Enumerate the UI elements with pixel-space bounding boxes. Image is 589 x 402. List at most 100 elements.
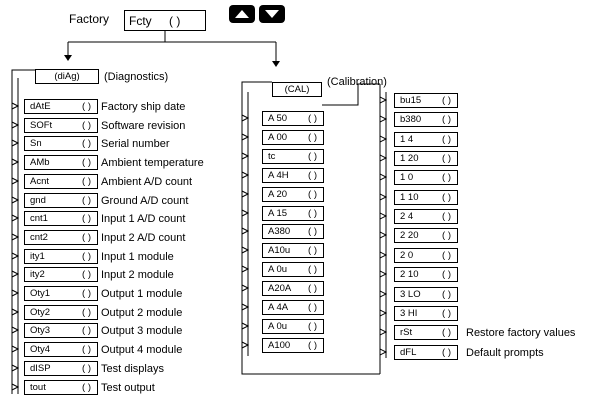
cal-right-item-1-paren: ( ) [442, 114, 451, 125]
diag-item-7[interactable]: cnt2( ) [24, 230, 98, 245]
cal-right-item-9[interactable]: 2 10( ) [394, 267, 458, 282]
cal-left-item-2-paren: ( ) [308, 151, 317, 162]
diag-tick-10 [11, 289, 20, 297]
diag-item-1[interactable]: SOFt ( ) [24, 118, 98, 133]
cal-right-item-3-code: 1 20 [400, 153, 419, 164]
cal-left-item-3-paren: ( ) [308, 170, 317, 181]
cal-left-item-8[interactable]: A 0u( ) [262, 262, 324, 277]
diag-item-6[interactable]: cnt1( ) [24, 211, 98, 226]
factory-code-box[interactable]: Fcty ( ) [124, 10, 206, 31]
diag-item-7-code: cnt2 [30, 232, 48, 243]
diag-menu-title: (Diagnostics) [104, 71, 169, 83]
diag-item-12[interactable]: Oty3( ) [24, 323, 98, 338]
diag-item-9[interactable]: ity2( ) [24, 267, 98, 282]
cal-left-item-12[interactable]: A100( ) [262, 338, 324, 353]
diag-item-9-desc: Input 2 module [101, 269, 174, 281]
cal-right-item-10[interactable]: 3 LO( ) [394, 287, 458, 302]
cal-left-item-9[interactable]: A20A( ) [262, 281, 324, 296]
cal-right-item-10-paren: ( ) [442, 289, 451, 300]
cal-right-item-0-paren: ( ) [442, 95, 451, 106]
diag-item-10[interactable]: Oty1( ) [24, 286, 98, 301]
diag-tick-15 [11, 383, 20, 391]
cal-left-item-12-code: A100 [268, 340, 291, 351]
cal-right-item-1[interactable]: b380( ) [394, 112, 458, 127]
cal-left-item-2[interactable]: tc( ) [262, 149, 324, 164]
cal-right-item-0[interactable]: bu15 ( ) [394, 93, 458, 108]
cal-right-item-5[interactable]: 1 10( ) [394, 190, 458, 205]
cal-right-item-4[interactable]: 1 0 ( ) [394, 170, 458, 185]
diag-item-3-desc: Ambient temperature [101, 157, 204, 169]
diag-item-14-code: dISP [30, 363, 51, 374]
diag-item-15[interactable]: tout( ) [24, 380, 98, 395]
diag-item-5-code: gnd [30, 195, 46, 206]
diag-item-14[interactable]: dISP( ) [24, 361, 98, 376]
diag-item-1-paren: ( ) [82, 120, 91, 131]
diag-item-2[interactable]: Sn( ) [24, 136, 98, 151]
cal-right-item-4-code: 1 0 [400, 172, 414, 183]
cal-left-item-11[interactable]: A 0u( ) [262, 319, 324, 334]
cal-right-item-13[interactable]: dFL( ) [394, 345, 458, 360]
diag-item-7-desc: Input 2 A/D count [101, 232, 186, 244]
diag-item-5-desc: Ground A/D count [101, 195, 189, 207]
cal-right-item-6[interactable]: 2 4( ) [394, 209, 458, 224]
cal-right-tick-1 [379, 115, 388, 123]
cal-left-item-1-paren: ( ) [308, 132, 317, 143]
diag-item-5[interactable]: gnd( ) [24, 193, 98, 208]
cal-left-item-1[interactable]: A 00( ) [262, 130, 324, 145]
cal-right-item-7[interactable]: 2 20( ) [394, 228, 458, 243]
cal-right-item-8[interactable]: 2 0( ) [394, 248, 458, 263]
cal-menu-box[interactable]: (CAL) [272, 82, 322, 97]
up-arrow-icon[interactable] [229, 5, 255, 23]
diag-item-2-paren: ( ) [82, 138, 91, 149]
cal-left-item-4-paren: ( ) [308, 189, 317, 200]
cal-left-item-5[interactable]: A 15( ) [262, 206, 324, 221]
diag-tick-1 [11, 121, 20, 129]
cal-right-item-3[interactable]: 1 20 ( ) [394, 151, 458, 166]
cal-left-item-7[interactable]: A10u( ) [262, 243, 324, 258]
diag-item-1-code: SOFt [30, 120, 53, 131]
cal-right-item-11[interactable]: 3 HI( ) [394, 306, 458, 321]
cal-right-tick-13 [379, 348, 388, 356]
cal-right-item-12-code: rSt [400, 327, 413, 338]
cal-left-item-11-code: A 0u [268, 321, 288, 332]
diag-item-0[interactable]: dAtE( ) [24, 99, 98, 114]
cal-right-item-11-code: 3 HI [400, 308, 418, 319]
diag-item-10-code: Oty1 [30, 288, 51, 299]
diag-tick-4 [11, 177, 20, 185]
diag-item-4[interactable]: Acnt ( ) [24, 174, 98, 189]
diag-item-8[interactable]: ity1( ) [24, 249, 98, 264]
cal-left-item-3[interactable]: A 4H( ) [262, 168, 324, 183]
cal-right-item-3-paren: ( ) [442, 153, 451, 164]
cal-left-item-6[interactable]: A380 ( ) [262, 224, 324, 239]
diag-item-4-paren: ( ) [82, 176, 91, 187]
diag-item-3-code: AMb [30, 157, 50, 168]
down-arrow-icon[interactable] [259, 5, 285, 23]
cal-left-item-0[interactable]: A 50( ) [262, 111, 324, 126]
diag-item-12-code: Oty3 [30, 325, 51, 336]
diag-item-1-desc: Software revision [101, 120, 186, 132]
diag-item-4-desc: Ambient A/D count [101, 176, 193, 188]
diag-menu-box[interactable]: (diAg) [35, 69, 99, 84]
diag-item-11[interactable]: Oty2( ) [24, 305, 98, 320]
diag-tick-8 [11, 252, 20, 260]
cal-right-item-2[interactable]: 1 4( ) [394, 132, 458, 147]
cal-right-item-0-code: bu15 [400, 95, 422, 106]
cal-left-item-0-code: A 50 [268, 113, 288, 124]
cal-left-item-9-code: A20A [268, 283, 292, 294]
diag-item-3-paren: ( ) [82, 157, 91, 168]
diag-item-8-paren: ( ) [82, 251, 91, 262]
cal-left-item-4[interactable]: A 20( ) [262, 187, 324, 202]
diag-item-3[interactable]: AMb ( ) [24, 155, 98, 170]
cal-left-item-10[interactable]: A 4A( ) [262, 300, 324, 315]
cal-left-item-10-code: A 4A [268, 302, 289, 313]
cal-left-item-6-paren: ( ) [308, 226, 317, 237]
diag-item-6-code: cnt1 [30, 213, 48, 224]
diag-item-8-desc: Input 1 module [101, 251, 174, 263]
diag-item-4-code: Acnt [30, 176, 50, 187]
cal-left-tick-9 [241, 284, 250, 292]
diag-item-13[interactable]: Oty4( ) [24, 342, 98, 357]
diag-item-11-code: Oty2 [30, 307, 51, 318]
cal-left-item-6-code: A380 [268, 226, 291, 237]
cal-right-item-4-paren: ( ) [442, 172, 451, 183]
cal-right-item-12[interactable]: rSt( ) [394, 325, 458, 340]
